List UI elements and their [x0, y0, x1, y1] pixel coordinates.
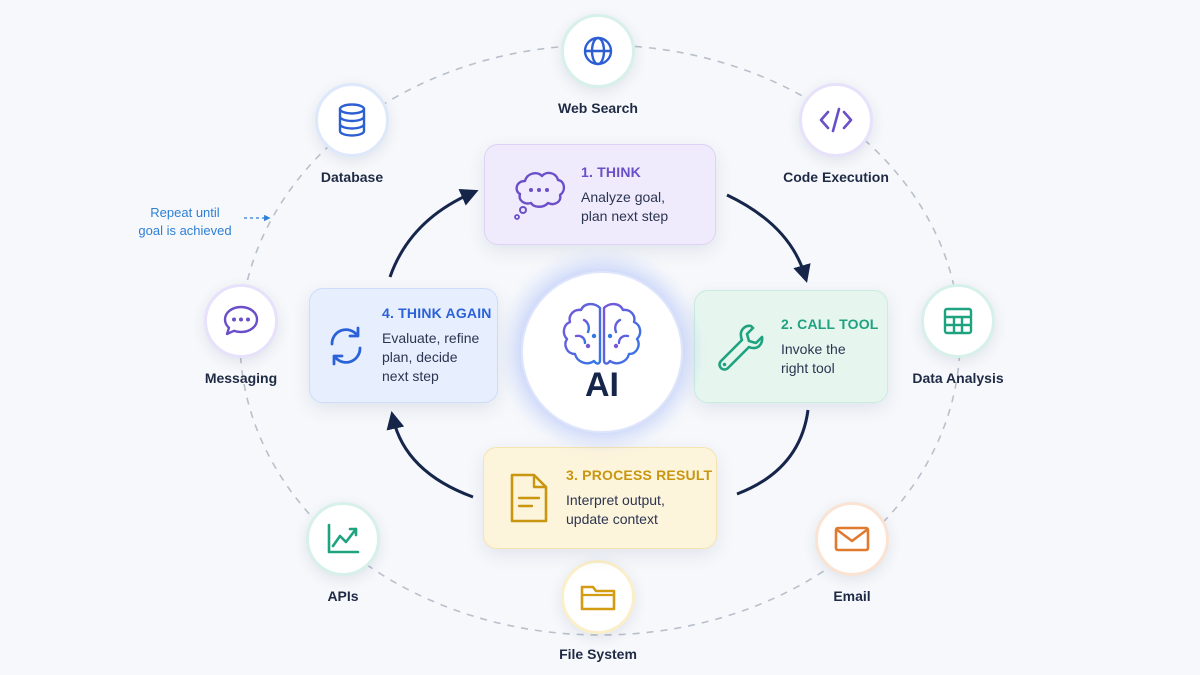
refresh-icon	[324, 324, 368, 368]
step-call-tool-desc-line1: Invoke the	[781, 340, 846, 357]
messaging-circle	[204, 284, 278, 358]
chat-bubble-icon	[223, 305, 259, 336]
arrow-call-to-process	[736, 409, 810, 496]
tool-data-analysis[interactable]: Data Analysis	[878, 284, 1038, 386]
code-execution-label: Code Execution	[783, 169, 889, 185]
globe-icon	[583, 36, 613, 66]
table-icon	[943, 307, 973, 335]
tool-code-execution[interactable]: Code Execution	[756, 83, 916, 185]
apis-label: APIs	[327, 588, 359, 604]
messaging-label: Messaging	[204, 370, 278, 386]
thought-bubble-icon	[511, 169, 567, 221]
step-think-again-card: 4. THINK AGAIN Evaluate, refine plan, de…	[309, 288, 498, 403]
repeat-note-line1: Repeat until	[150, 205, 220, 220]
tool-web-search[interactable]: Web Search	[518, 14, 678, 116]
repeat-note-line2: goal is achieved	[138, 223, 232, 238]
step-think-again-desc-line3: next step	[382, 368, 439, 384]
email-label: Email	[833, 588, 871, 604]
step-call-tool-card: 2. CALL TOOL Invoke the right tool	[694, 290, 888, 403]
step-process-result-card: 3. PROCESS RESULT Interpret output, upda…	[483, 447, 717, 549]
line-chart-icon	[327, 523, 360, 554]
step-process-result-desc-line2: update context	[566, 511, 658, 527]
brain-icon	[562, 302, 642, 365]
step-think-desc-line1: Analyze goal,	[581, 188, 666, 205]
tool-file-system[interactable]: File System	[518, 560, 678, 662]
step-process-result-desc-line1: Interpret output,	[566, 492, 665, 508]
database-label: Database	[320, 169, 384, 185]
step-process-result-title: 3. PROCESS RESULT	[566, 467, 713, 483]
tool-database[interactable]: Database	[272, 83, 432, 185]
step-think-again-desc-line1: Evaluate, refine	[382, 330, 480, 346]
data-analysis-label: Data Analysis	[912, 370, 1004, 386]
ai-core: AI	[521, 271, 683, 433]
data-analysis-circle	[921, 284, 995, 358]
arrow-process-to-again	[386, 410, 474, 499]
database-icon	[338, 103, 366, 137]
step-think-again-desc-line2: plan, decide	[382, 349, 458, 365]
folder-icon	[580, 585, 616, 611]
database-circle	[315, 83, 389, 157]
step-think-again-title: 4. THINK AGAIN	[382, 305, 492, 321]
mail-icon	[834, 526, 870, 552]
tool-messaging[interactable]: Messaging	[161, 284, 321, 386]
code-execution-circle	[799, 83, 873, 157]
repeat-note: Repeat until goal is achieved	[120, 204, 250, 240]
step-call-tool-desc-line2: right tool	[781, 359, 835, 376]
tool-email[interactable]: Email	[772, 502, 932, 604]
file-system-label: File System	[559, 646, 637, 662]
step-think-title: 1. THINK	[581, 163, 641, 180]
step-call-tool-title: 2. CALL TOOL	[781, 315, 879, 332]
step-think-card: 1. THINK Analyze goal, plan next step	[484, 144, 716, 245]
email-circle	[815, 502, 889, 576]
wrench-icon	[713, 320, 767, 374]
web-search-label: Web Search	[558, 100, 638, 116]
arrow-again-to-think	[388, 189, 479, 278]
code-icon	[819, 107, 853, 133]
ai-label: AI	[585, 365, 619, 404]
apis-circle	[306, 502, 380, 576]
web-search-circle	[561, 14, 635, 88]
document-icon	[506, 471, 552, 525]
file-system-circle	[561, 560, 635, 634]
tool-apis[interactable]: APIs	[263, 502, 423, 604]
arrow-think-to-call	[726, 193, 811, 283]
step-think-desc-line2: plan next step	[581, 207, 669, 224]
